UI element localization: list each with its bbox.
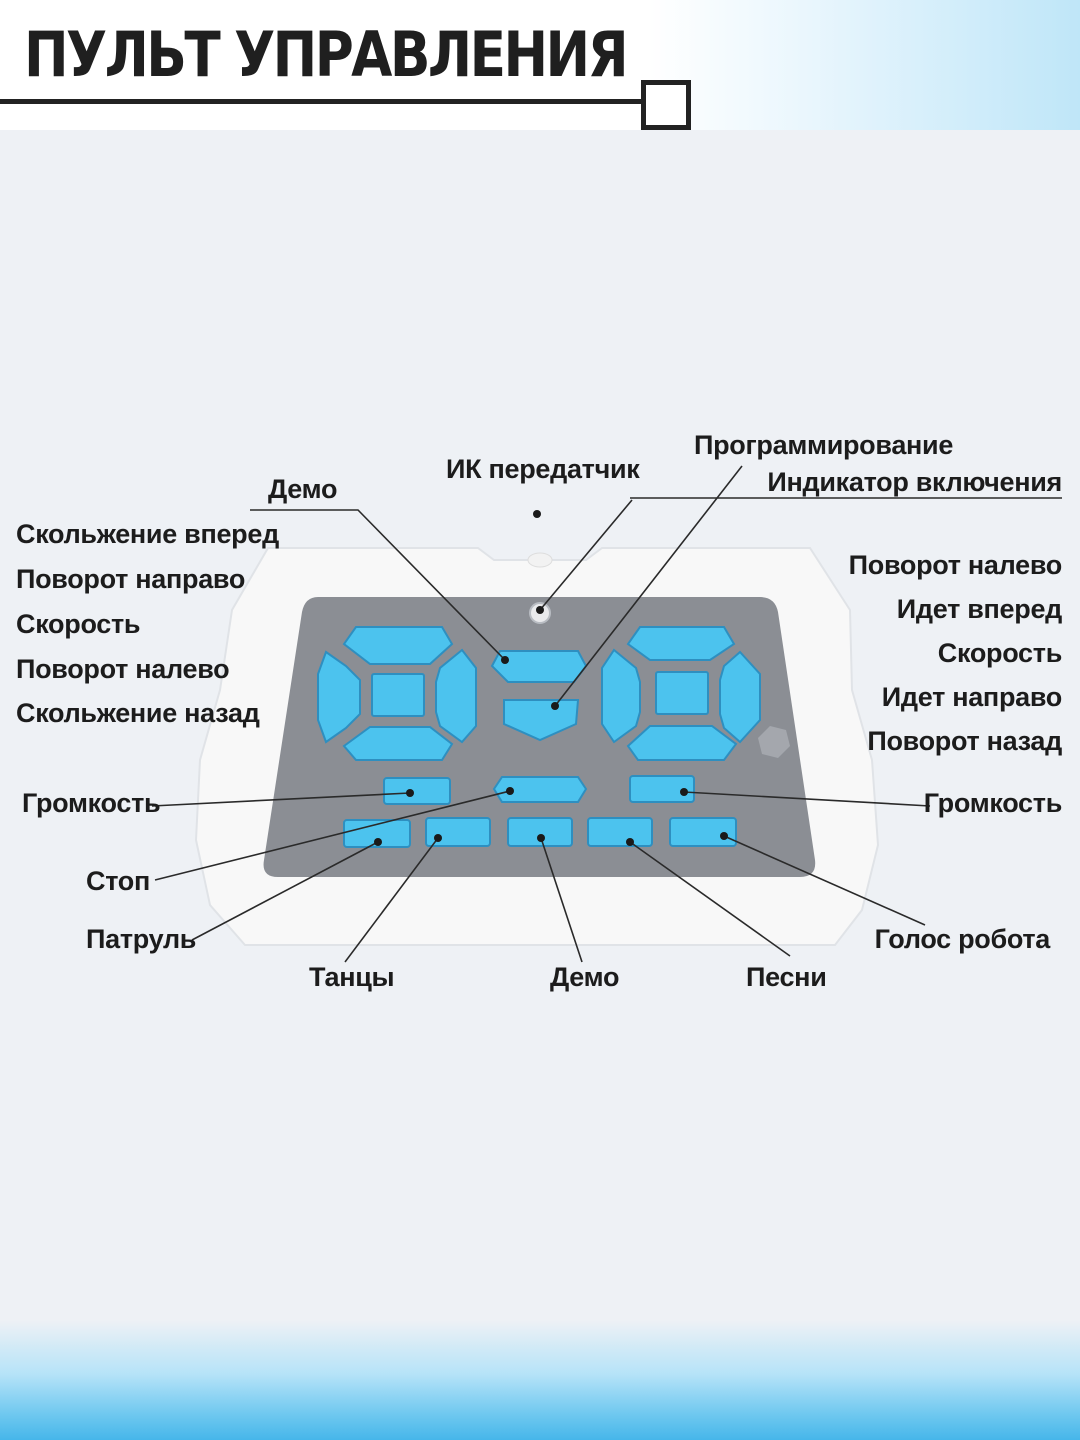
callout-volume-left: Громкость [22,788,161,818]
callout-patrol: Патруль [86,924,197,954]
callout-right-speed: Скорость [937,638,1063,668]
dpad-left-left [317,650,361,744]
dpad-right-left [601,648,641,744]
callout-right-turn-left: Поворот налево [848,550,1063,580]
stop-button [492,776,588,803]
callout-right-turn-back: Поворот назад [867,726,1062,756]
dances-button [425,817,491,847]
callout-songs: Песни [746,962,827,992]
dpad-left-center [371,673,425,717]
callout-volume-right: Громкость [923,788,1063,818]
callout-left-slide-forward: Скольжение вперед [16,519,279,549]
programming-button [490,650,588,683]
dpad-right-right [719,650,761,744]
songs-button [587,817,653,847]
callout-left-turn-left: Поворот налево [16,654,230,684]
dpad-right-down [626,725,738,761]
demo-button [507,817,573,847]
volume-down-button [383,777,451,805]
callout-programming: Программирование [694,430,954,460]
header-background [0,0,1080,130]
page-title: ПУЛЬТ УПРАВЛЕНИЯ [24,18,629,91]
callout-stop: Стоп [86,866,150,896]
volume-up-button [629,775,695,803]
callout-power-indicator: Индикатор включения [767,467,1062,497]
power-indicator-button [503,699,580,742]
callout-dances: Танцы [309,962,395,992]
callout-left-turn-right: Поворот направо [16,564,246,594]
callout-right-go-forward: Идет вперед [896,594,1063,624]
callout-demo-top: Демо [268,474,338,504]
callout-demo-bottom: Демо [550,962,620,992]
patrol-button [343,819,411,848]
callout-robot-voice: Голос робота [874,924,1051,954]
callout-right-go-right: Идет направо [881,682,1063,712]
dpad-right-center [655,671,709,715]
footer-gradient [0,1320,1080,1440]
callout-left-slide-back: Скольжение назад [16,698,260,728]
callout-left-speed: Скорость [16,609,141,639]
title-underline [0,99,646,104]
dpad-left-up [342,626,454,665]
dpad-right-up [626,626,736,661]
dpad-left-down [342,726,454,761]
title-square-decoration [641,80,691,130]
robot-voice-button [669,817,737,847]
callout-ir-transmitter: ИК передатчик [446,454,640,484]
dpad-left-right [435,648,477,744]
